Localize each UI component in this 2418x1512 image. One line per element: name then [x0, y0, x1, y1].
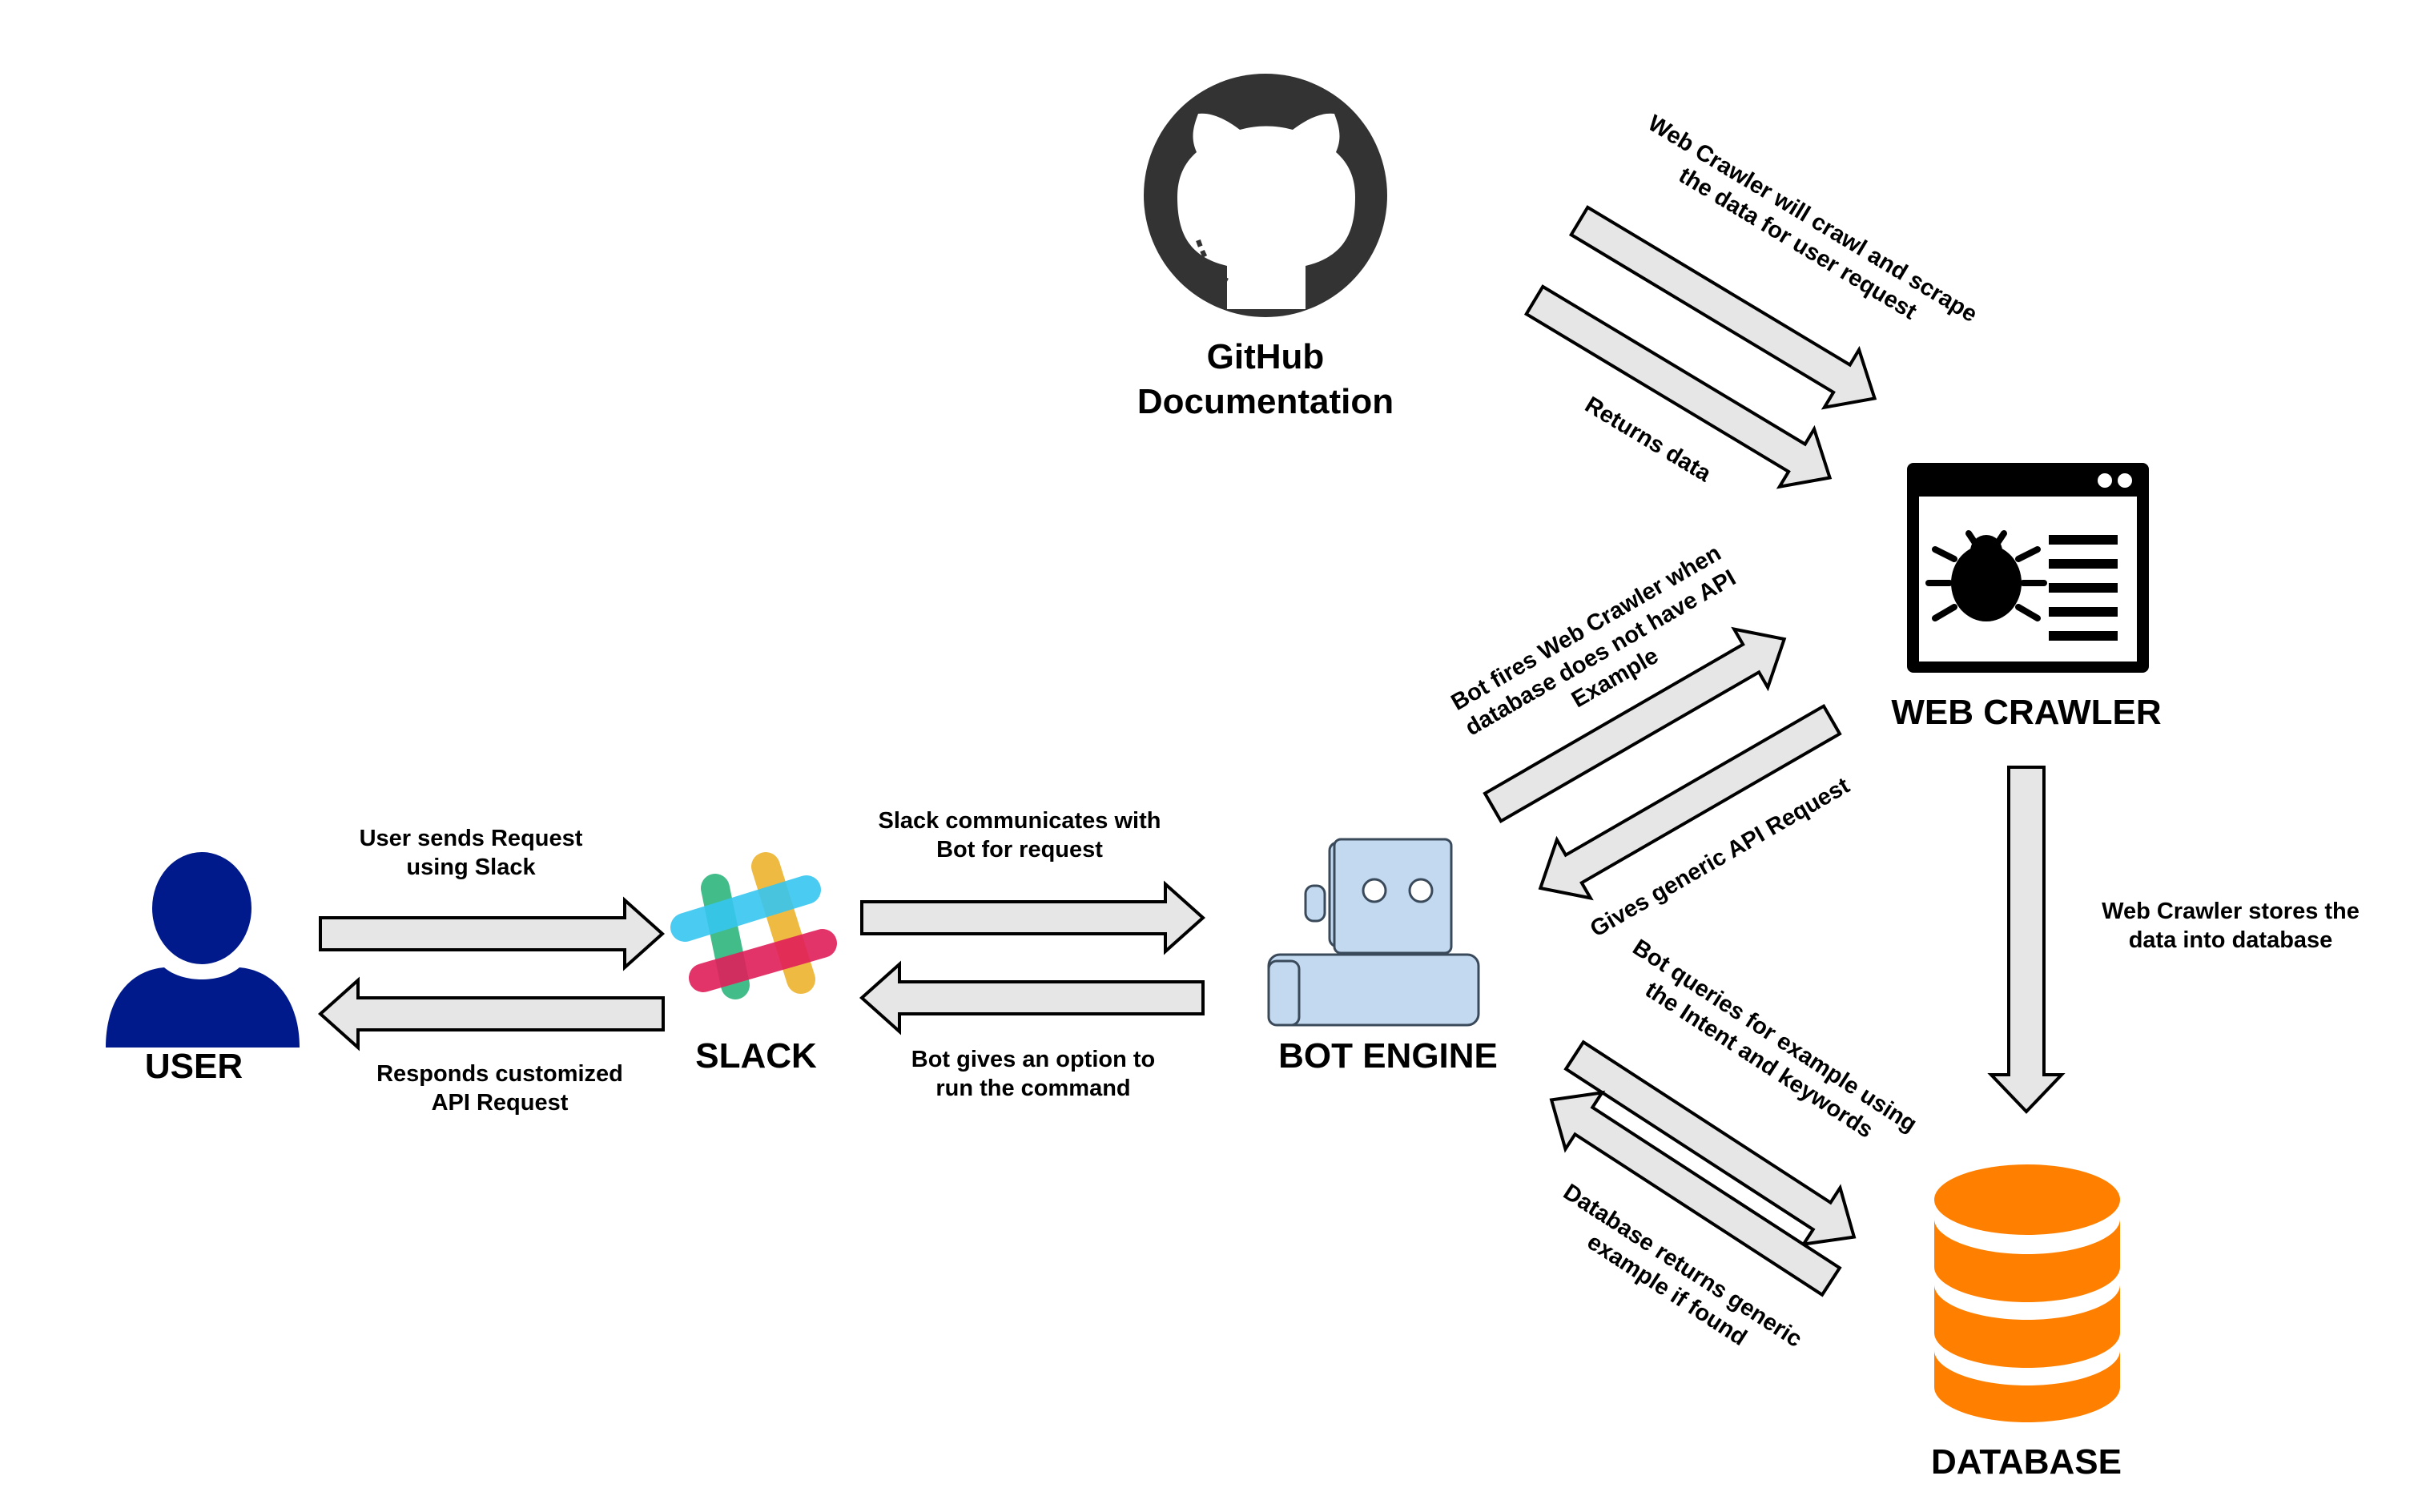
label-crawler-to-database-line1: Web Crawler stores the [2102, 899, 2360, 924]
arrow-bot-to-crawler [1483, 626, 1787, 824]
arrow-bot-to-database [1563, 1040, 1857, 1247]
label-user-to-slack-line1: User sends Request [360, 826, 583, 851]
arrow-crawler-to-database [1987, 766, 2066, 1114]
web-crawler-label: WEB CRAWLER [1891, 693, 2161, 732]
label-bot-to-slack-line1: Bot gives an option to [911, 1047, 1156, 1072]
label-slack-to-bot-line2: Bot for request [936, 837, 1103, 863]
database-label: DATABASE [1931, 1442, 2122, 1482]
arrow-slack-to-bot [860, 880, 1206, 955]
label-slack-to-user-line2: API Request [432, 1090, 569, 1116]
github-logo-icon [1144, 74, 1387, 317]
user-label: USER [145, 1047, 243, 1086]
label-user-to-slack-line2: using Slack [406, 855, 536, 880]
arrow-bot-to-slack [859, 960, 1205, 1035]
user-icon [106, 852, 300, 1048]
arrow-user-to-slack [319, 896, 666, 971]
arrow-database-to-bot [1549, 1090, 1842, 1297]
bot-engine-icon [1267, 838, 1480, 1027]
bug-icon [1925, 530, 2047, 621]
arrow-crawler-to-github [1568, 205, 1877, 410]
arrow-crawler-to-bot [1538, 703, 1842, 901]
slack-logo-icon [670, 852, 837, 999]
bot-engine-label: BOT ENGINE [1278, 1036, 1498, 1076]
arrow-slack-to-user [317, 976, 665, 1052]
label-bot-to-crawler-line2: database does not have API [1461, 565, 1740, 742]
arrow-github-to-crawler [1523, 284, 1833, 489]
label-bot-to-slack-line2: run the command [935, 1076, 1130, 1101]
web-crawler-browser-icon [1907, 463, 2149, 673]
slack-label: SLACK [695, 1036, 817, 1076]
label-crawler-to-database-line2: data into database [2129, 927, 2333, 953]
database-icon [1934, 1164, 2120, 1422]
github-label-line2: Documentation [1137, 382, 1394, 421]
label-slack-to-user-line1: Responds customized [376, 1061, 623, 1087]
github-label-line1: GitHub [1207, 337, 1325, 376]
label-slack-to-bot-line1: Slack communicates with [879, 808, 1161, 834]
